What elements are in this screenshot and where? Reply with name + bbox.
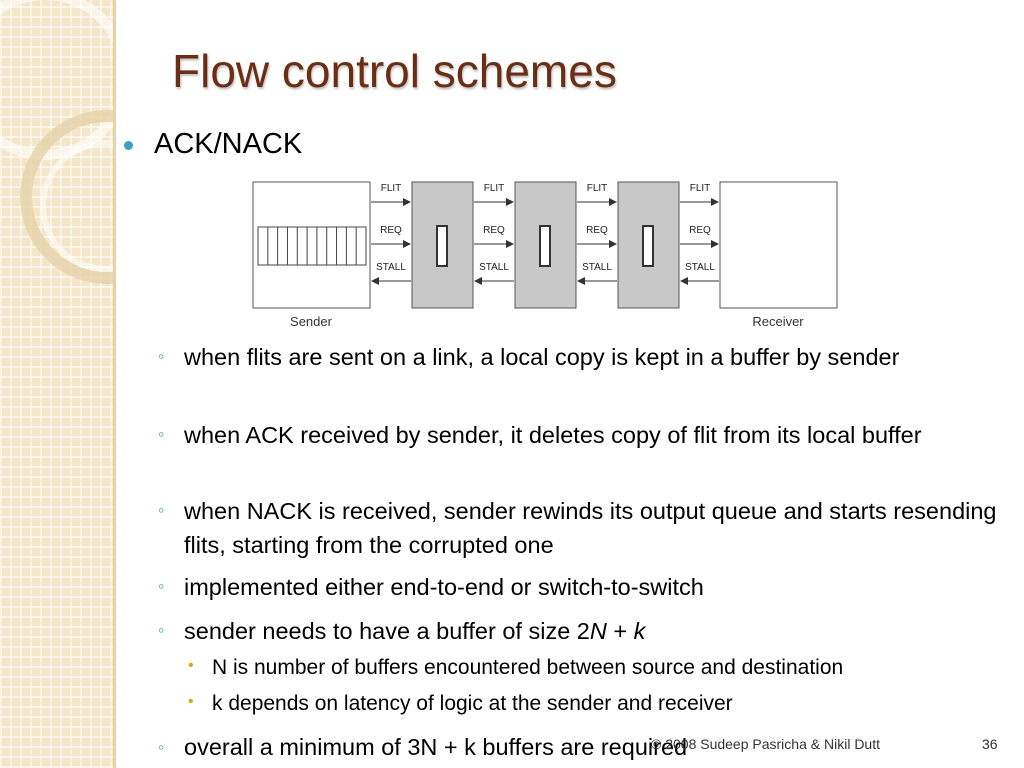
req-label: REQ bbox=[483, 225, 505, 236]
buffer-size-bullet: sender needs to have a buffer of size 2N… bbox=[184, 614, 1014, 648]
slide-title: Flow control schemes bbox=[172, 45, 617, 97]
req-label: REQ bbox=[586, 225, 608, 236]
sub-bullet-marker: ◦ bbox=[158, 500, 165, 520]
ack-nack-diagram: Sender Receiver FLIT REQ STALL FLIT REQ … bbox=[252, 181, 838, 329]
stall-label: STALL bbox=[582, 262, 612, 273]
subsub-bullet: k depends on latency of logic at the sen… bbox=[212, 692, 733, 715]
req-label: REQ bbox=[380, 225, 402, 236]
sub-bullet: overall a minimum of 3N + k buffers are … bbox=[184, 734, 688, 760]
bullet-dot bbox=[124, 141, 133, 150]
sub-bullet: when NACK is received, sender rewinds it… bbox=[184, 498, 997, 558]
link: FLIT REQ STALL bbox=[680, 183, 719, 285]
buffer-size-prefix: sender needs to have a buffer of size 2 bbox=[184, 618, 590, 644]
sub-bullet-marker: ◦ bbox=[158, 576, 165, 596]
sub-bullet: when ACK received by sender, it deletes … bbox=[184, 422, 922, 448]
sender-buffer bbox=[257, 226, 367, 266]
sub-bullet-marker: ◦ bbox=[158, 737, 165, 757]
req-label: REQ bbox=[689, 225, 711, 236]
stall-label: STALL bbox=[479, 262, 509, 273]
router-stage bbox=[514, 181, 577, 309]
sub-bullet-marker: ◦ bbox=[158, 346, 165, 366]
stall-label: STALL bbox=[376, 262, 406, 273]
flit-label: FLIT bbox=[381, 183, 402, 194]
buffer-size-k: k bbox=[633, 618, 646, 644]
sub-bullet: implemented either end-to-end or switch-… bbox=[184, 574, 704, 600]
receiver-label: Receiver bbox=[752, 314, 804, 329]
receiver-box bbox=[719, 181, 838, 309]
link: FLIT REQ STALL bbox=[371, 183, 411, 285]
sender-label: Sender bbox=[290, 314, 333, 329]
router-stage bbox=[617, 181, 680, 309]
subsub-bullet-marker: • bbox=[188, 693, 194, 710]
sub-bullet-marker: ◦ bbox=[158, 424, 165, 444]
sub-bullet-marker: ◦ bbox=[158, 620, 165, 640]
link: FLIT REQ STALL bbox=[474, 183, 514, 285]
footer-copyright: © 2008 Sudeep Pasricha & Nikil Dutt bbox=[651, 736, 880, 752]
link: FLIT REQ STALL bbox=[577, 183, 617, 285]
strip-edge bbox=[113, 0, 116, 768]
subsub-bullet: N is number of buffers encountered betwe… bbox=[212, 656, 844, 679]
decorative-side-strip bbox=[0, 0, 113, 768]
page-number: 36 bbox=[982, 736, 998, 752]
main-bullet: ACK/NACK bbox=[154, 128, 303, 160]
stall-label: STALL bbox=[685, 262, 715, 273]
buffer-size-n: N bbox=[589, 618, 607, 644]
buffer-size-plus: + bbox=[606, 618, 634, 644]
subsub-bullet-marker: • bbox=[188, 657, 194, 674]
flit-label: FLIT bbox=[484, 183, 505, 194]
sub-bullet: when flits are sent on a link, a local c… bbox=[184, 344, 900, 370]
flit-label: FLIT bbox=[587, 183, 608, 194]
flit-label: FLIT bbox=[690, 183, 711, 194]
router-stage bbox=[411, 181, 474, 309]
